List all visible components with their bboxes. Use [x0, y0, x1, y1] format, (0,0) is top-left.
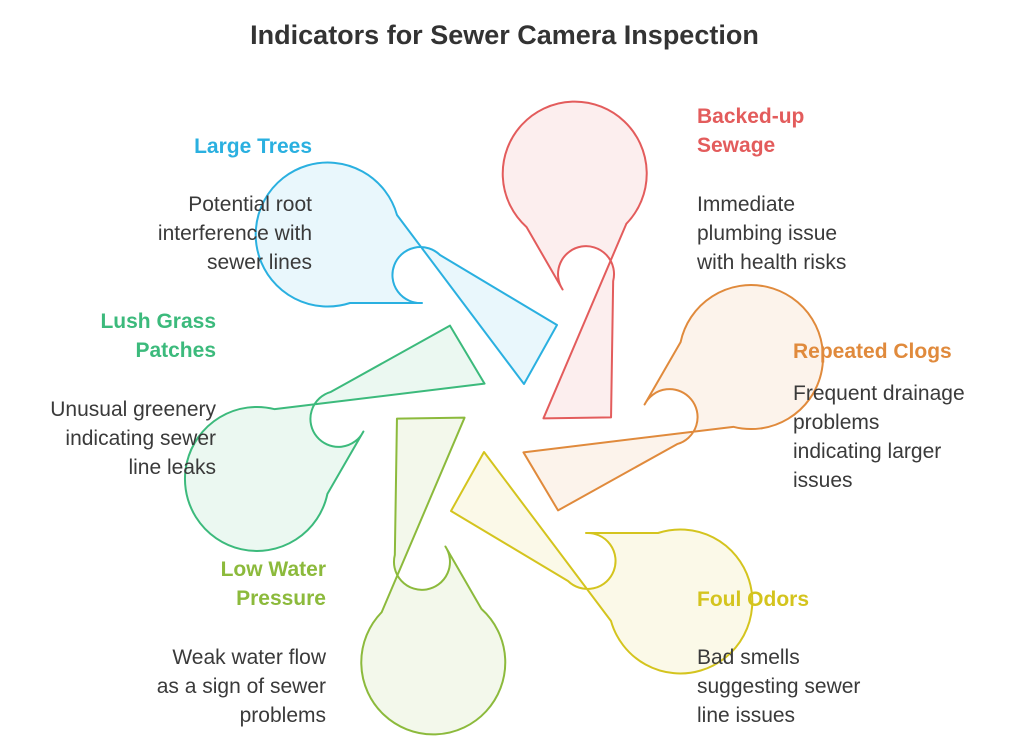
large-trees-label: Large Trees: [194, 135, 312, 158]
foul-odors-hook: [450, 451, 754, 675]
page-title: Indicators for Sewer Camera Inspection: [250, 20, 759, 50]
low-water-pressure-label: Low Water Pressure: [220, 558, 326, 610]
foul-odors-label: Foul Odors: [697, 588, 809, 611]
low-water-pressure-hook: [360, 416, 507, 736]
lush-grass-description: Unusual greenery indicating sewer line l…: [50, 398, 216, 479]
backed-up-sewage-description: Immediate plumbing issue with health ris…: [697, 193, 847, 274]
large-trees-hook: [254, 161, 558, 385]
backed-up-sewage-hook: [501, 100, 648, 420]
repeated-clogs-description: Frequent drainage problems indicating la…: [793, 382, 965, 492]
lush-grass-label: Lush Grass Patches: [100, 310, 216, 362]
low-water-pressure-description: Weak water flow as a sign of sewer probl…: [156, 646, 326, 727]
large-trees-description: Potential root interference with sewer l…: [157, 193, 312, 274]
repeated-clogs-label: Repeated Clogs: [793, 340, 952, 363]
backed-up-sewage-label: Backed-up Sewage: [697, 105, 805, 157]
repeated-clogs-hook: [522, 284, 825, 512]
lush-grass-hook: [183, 324, 486, 552]
foul-odors-description: Bad smells suggesting sewer line issues: [697, 646, 861, 727]
